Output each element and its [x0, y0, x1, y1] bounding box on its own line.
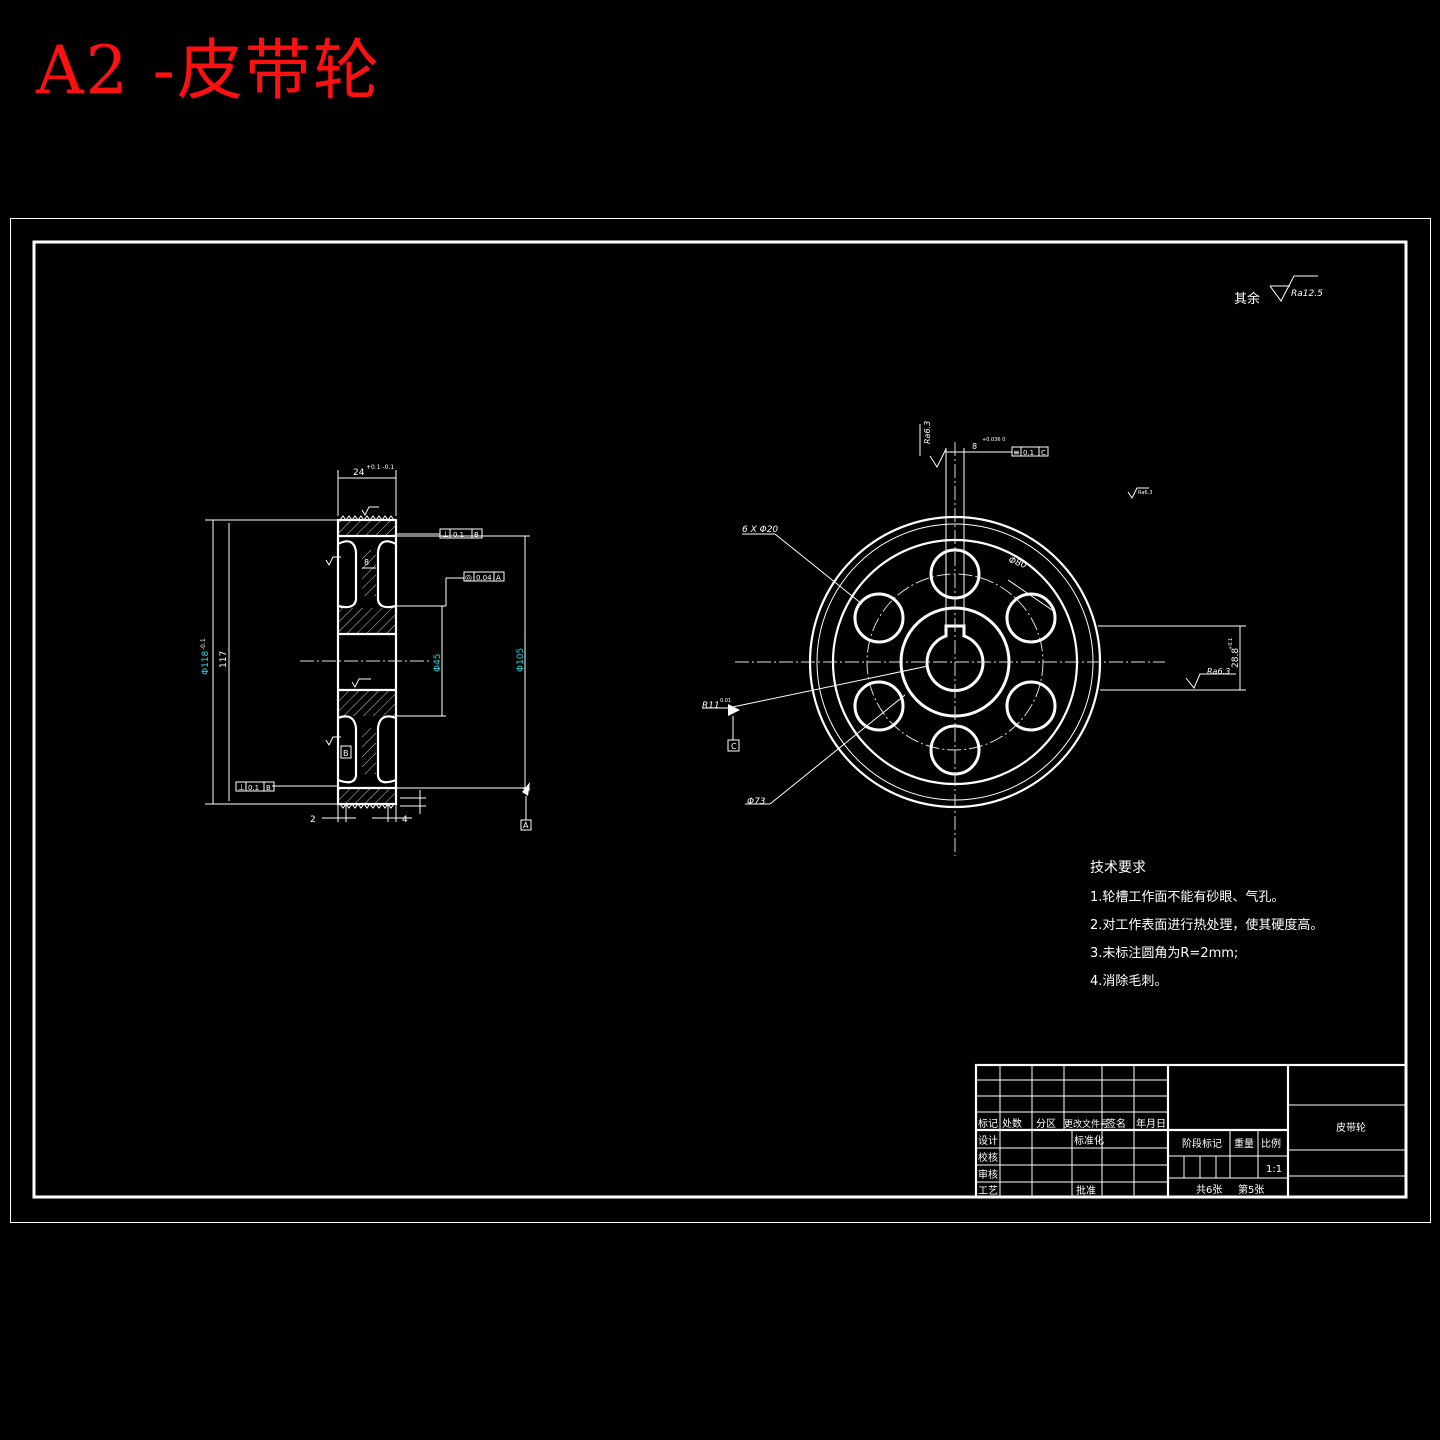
svg-text:⊥: ⊥: [238, 783, 245, 792]
left-offset-dim: 2: [310, 815, 316, 825]
svg-text:◎: ◎: [465, 573, 472, 582]
keyway-roughness: Ra6.3: [923, 421, 932, 444]
tech-req-item: 3.未标注圆角为R=2mm;: [1090, 946, 1238, 961]
part-name: 皮带轮: [1336, 1121, 1366, 1134]
svg-text:校核: 校核: [978, 1151, 998, 1164]
holes-callout: 6 X Φ20: [742, 525, 778, 535]
svg-text:⊥: ⊥: [442, 530, 449, 539]
radius-tolerance: 0.01: [720, 698, 731, 704]
outer-diameter-dim: Φ118: [201, 650, 211, 675]
keyway-width-dim: 8: [972, 442, 977, 451]
svg-text:年月日: 年月日: [1136, 1117, 1166, 1130]
outer-sheet-border: [10, 218, 1431, 1223]
tech-req-item: 1.轮槽工作面不能有砂眼、气孔。: [1090, 889, 1284, 905]
general-roughness-note: 其余 Ra12.5: [1234, 275, 1323, 307]
width-tolerance: +0.1 -0.1: [366, 464, 394, 471]
svg-text:A: A: [496, 574, 501, 582]
svg-text:0.04: 0.04: [476, 574, 492, 582]
datum-a: A: [523, 821, 529, 830]
tol-frame-mid: ◎ 0.04 A: [446, 571, 505, 582]
svg-text:阶段标记: 阶段标记: [1182, 1137, 1222, 1150]
svg-text:B: B: [474, 531, 479, 539]
keyway-width-tol: +0.036 0: [982, 437, 1005, 443]
svg-text:设计: 设计: [978, 1134, 998, 1147]
svg-text:处数: 处数: [1002, 1117, 1022, 1130]
tech-req-item: 4.消除毛刺。: [1090, 974, 1167, 989]
general-roughness-value: Ra12.5: [1291, 289, 1323, 299]
outer-diameter-tol: -0.1: [200, 638, 207, 650]
technical-requirements: 技术要求 1.轮槽工作面不能有砂眼、气孔。 2.对工作表面进行热处理，使其硬度高…: [1090, 860, 1323, 989]
title-block: 标记 处数 分区 更改文件号 签名 年月日 设计 校核 审核 工艺 标准化 批准…: [974, 1063, 1408, 1199]
sheet-title: A2 -皮带轮: [36, 32, 381, 109]
svg-text:比例: 比例: [1261, 1137, 1281, 1150]
svg-text:批准: 批准: [1076, 1184, 1096, 1197]
svg-text:C: C: [1041, 449, 1046, 457]
tech-req-item: 2.对工作表面进行热处理，使其硬度高。: [1090, 917, 1323, 933]
svg-text:0.1: 0.1: [248, 784, 259, 792]
bore-diameter-dim: Φ45: [433, 653, 443, 672]
svg-text:≡: ≡: [1013, 448, 1020, 457]
inner-drawing-frame: [32, 240, 1408, 1199]
datum-c: C: [731, 742, 737, 751]
keyway-tol-frame: ≡ 0.1 C: [1011, 446, 1049, 457]
svg-text:重量: 重量: [1234, 1137, 1254, 1150]
tech-req-heading: 技术要求: [1090, 860, 1146, 876]
svg-text:标记: 标记: [978, 1118, 998, 1130]
svg-text:标准化: 标准化: [1074, 1134, 1104, 1147]
svg-text:审核: 审核: [978, 1168, 998, 1181]
key-depth-tol: +0.1: [1228, 638, 1234, 650]
right-offset-dim: 4: [402, 815, 408, 825]
radius-label: R11: [702, 701, 720, 711]
svg-text:工艺: 工艺: [978, 1185, 998, 1197]
section-view: 24 +0.1 -0.1 Φ118 -0.1 117 Φ45 Φ105 8 ⊥ …: [200, 464, 532, 831]
tol-frame-bottom: ⊥ 0.1 B: [235, 781, 275, 792]
svg-text:更改文件号: 更改文件号: [1064, 1118, 1109, 1130]
key-depth-dim: 28.8: [1231, 648, 1241, 668]
hub-diameter-dim: Φ105: [516, 648, 526, 672]
svg-text:第5张: 第5张: [1238, 1183, 1264, 1196]
svg-text:共6张: 共6张: [1196, 1184, 1222, 1196]
groove-width-dim: 8: [364, 558, 369, 567]
svg-text:1:1: 1:1: [1266, 1164, 1282, 1175]
hub-ring-dim: Φ73: [747, 797, 766, 807]
svg-text:0.1: 0.1: [1023, 449, 1034, 457]
svg-text:0.1: 0.1: [453, 531, 464, 539]
general-roughness-label: 其余: [1234, 291, 1260, 307]
svg-text:B: B: [266, 784, 271, 792]
width-dimension: 24: [353, 468, 365, 478]
section-roughness-marks: [325, 506, 379, 747]
datum-b: B: [343, 749, 349, 758]
small-roughness: Ra6.3: [1138, 490, 1152, 496]
front-view: 8 +0.036 0 ≡ 0.1 C Ra6.3 Ra6.3 6 X Φ20 Φ…: [702, 421, 1246, 856]
pitch-circle-diameter: Φ80: [1007, 555, 1028, 571]
dimension-117: 117: [219, 651, 229, 668]
svg-text:分区: 分区: [1036, 1118, 1056, 1130]
bore-roughness: Ra6.3: [1207, 667, 1230, 676]
tol-frame-top: ⊥ 0.1 B: [439, 528, 483, 539]
svg-text:签名: 签名: [1106, 1117, 1126, 1130]
